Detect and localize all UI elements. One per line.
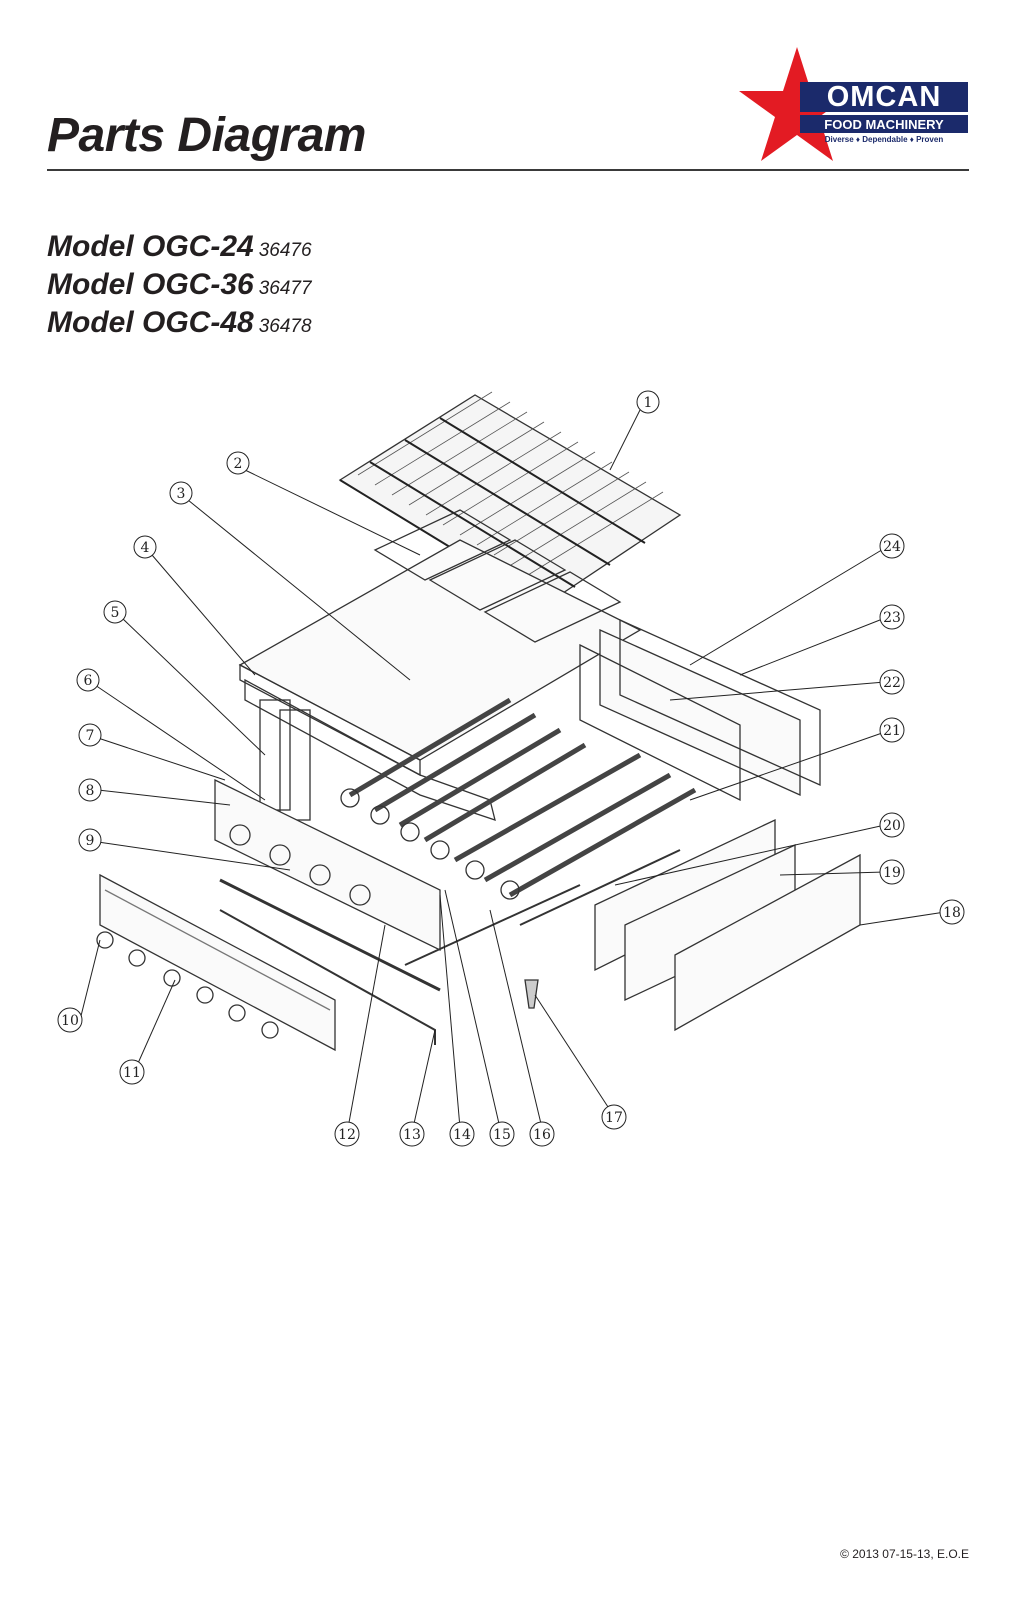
burner-tubes: [340, 697, 697, 900]
copyright-footer: © 2013 07-15-13, E.O.E: [840, 1547, 969, 1561]
callout-22: 22: [879, 669, 905, 695]
callout-11: 11: [119, 1059, 145, 1085]
svg-text:15: 15: [493, 1127, 511, 1143]
model-name: Model OGC-48: [47, 306, 254, 339]
svg-text:8: 8: [86, 783, 95, 799]
model-name: Model OGC-24: [47, 230, 254, 263]
svg-text:14: 14: [453, 1127, 471, 1143]
callout-23: 23: [879, 604, 905, 630]
callouts: 1 2 3 4 5 6 7 8 9 10 11 12 13 14 15 16 1…: [57, 390, 965, 1147]
svg-text:23: 23: [883, 610, 901, 626]
svg-text:11: 11: [123, 1065, 141, 1081]
svg-text:4: 4: [141, 540, 150, 556]
callout-19: 19: [879, 859, 905, 885]
svg-text:3: 3: [177, 486, 186, 502]
logo-tagline: Diverse ♦ Dependable ♦ Proven: [824, 135, 944, 144]
callout-9: 9: [78, 828, 102, 852]
callout-6: 6: [76, 668, 100, 692]
callout-7: 7: [78, 723, 102, 747]
callout-13: 13: [399, 1121, 425, 1147]
svg-text:22: 22: [883, 675, 901, 691]
side-panels: [519, 818, 861, 1032]
svg-text:12: 12: [338, 1127, 356, 1143]
model-code: 36477: [258, 278, 312, 299]
callout-2: 2: [226, 451, 250, 475]
rear-panels: [579, 618, 821, 802]
logo-brand: OMCAN: [800, 82, 968, 113]
callout-5: 5: [103, 600, 127, 624]
svg-text:16: 16: [533, 1127, 551, 1143]
callout-3: 3: [169, 481, 193, 505]
callout-24: 24: [879, 533, 905, 559]
callout-14: 14: [449, 1121, 475, 1147]
svg-text:19: 19: [883, 865, 901, 881]
callout-10: 10: [57, 1007, 83, 1033]
logo-subtitle: FOOD MACHINERY: [800, 115, 968, 133]
title-divider: [47, 169, 969, 171]
svg-text:6: 6: [84, 673, 93, 689]
callout-8: 8: [78, 778, 102, 802]
star-icon: [739, 47, 855, 161]
callout-17: 17: [601, 1104, 627, 1130]
model-name: Model OGC-36: [47, 268, 254, 301]
svg-text:2: 2: [234, 456, 243, 472]
callout-12: 12: [334, 1121, 360, 1147]
model-code: 36476: [258, 240, 312, 261]
diagram-drawing: [96, 391, 861, 1052]
exploded-parts-diagram: 1 2 3 4 5 6 7 8 9 10 11 12 13 14 15 16 1…: [57, 390, 965, 1147]
svg-text:21: 21: [883, 723, 901, 739]
callout-20: 20: [879, 812, 905, 838]
svg-text:13: 13: [403, 1127, 421, 1143]
model-code: 36478: [258, 316, 312, 337]
callout-4: 4: [133, 535, 157, 559]
callout-18: 18: [939, 899, 965, 925]
callout-leaders: [79, 409, 946, 1129]
svg-text:18: 18: [943, 905, 961, 921]
svg-text:9: 9: [86, 833, 95, 849]
svg-text:1: 1: [644, 395, 653, 411]
callout-15: 15: [489, 1121, 515, 1147]
leg: [524, 979, 539, 1009]
svg-text:24: 24: [883, 539, 901, 555]
svg-text:5: 5: [111, 605, 120, 621]
callout-21: 21: [879, 717, 905, 743]
front-frame: [214, 778, 581, 992]
svg-text:10: 10: [61, 1013, 79, 1029]
svg-text:20: 20: [883, 818, 901, 834]
page-title: Parts Diagram: [47, 109, 366, 162]
svg-text:17: 17: [605, 1110, 623, 1126]
callout-16: 16: [529, 1121, 555, 1147]
callout-1: 1: [636, 390, 660, 414]
svg-text:7: 7: [86, 728, 95, 744]
